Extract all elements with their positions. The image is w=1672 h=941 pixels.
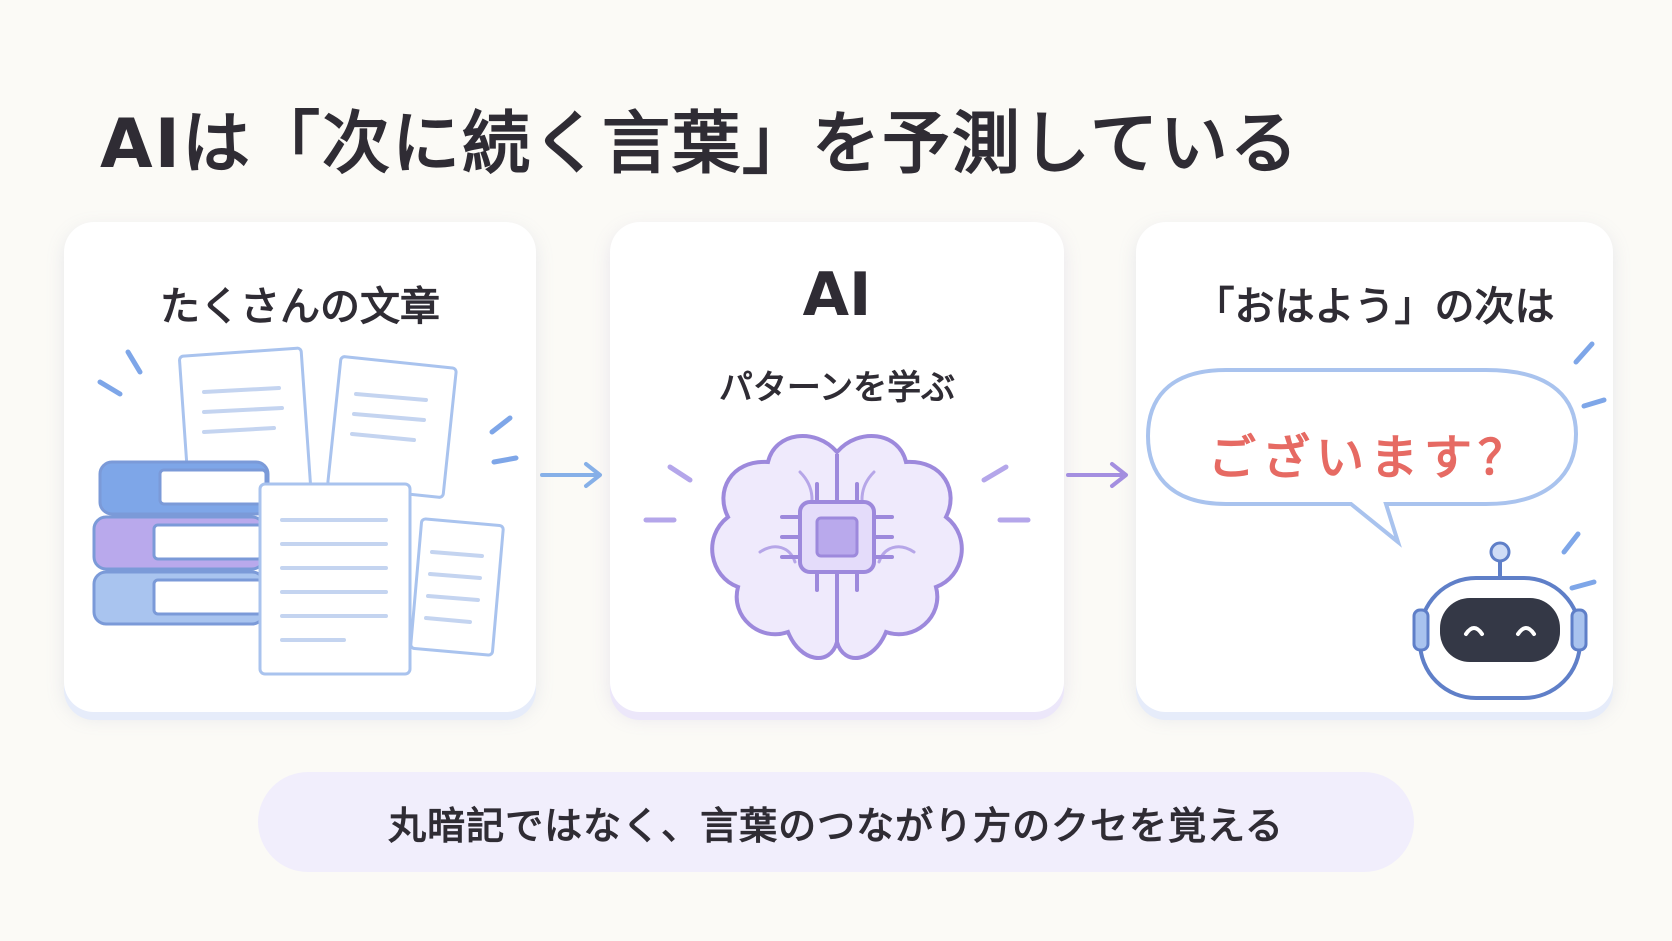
step-card-ai: AI パターンを学ぶ — [610, 222, 1064, 712]
arrow-right-icon — [1066, 462, 1128, 488]
brain-chip-icon — [643, 434, 1031, 660]
step-card-prediction: 「おはよう」の次は — [1136, 222, 1613, 712]
summary-text: 丸暗記ではなく、言葉のつながり方のクセを覚える — [388, 803, 1284, 848]
summary-banner: 丸暗記ではなく、言葉のつながり方のクセを覚える — [258, 772, 1414, 872]
page-title: AIは「次に続く言葉」を予測している — [100, 105, 1300, 184]
step-subheading-ai: パターンを学ぶ — [718, 368, 956, 408]
arrow-right-icon — [540, 462, 602, 488]
step-heading-texts: たくさんの文章 — [160, 284, 440, 330]
step-heading-prediction: 「おはよう」の次は — [1194, 284, 1555, 330]
speech-bubble-icon — [1145, 341, 1607, 591]
robot-icon — [1412, 541, 1588, 700]
prediction-text: ございます？ — [1207, 430, 1532, 486]
books-and-documents-icon — [92, 346, 519, 676]
step-card-texts: たくさんの文章 — [64, 222, 536, 712]
step-heading-ai: AI — [802, 260, 872, 330]
